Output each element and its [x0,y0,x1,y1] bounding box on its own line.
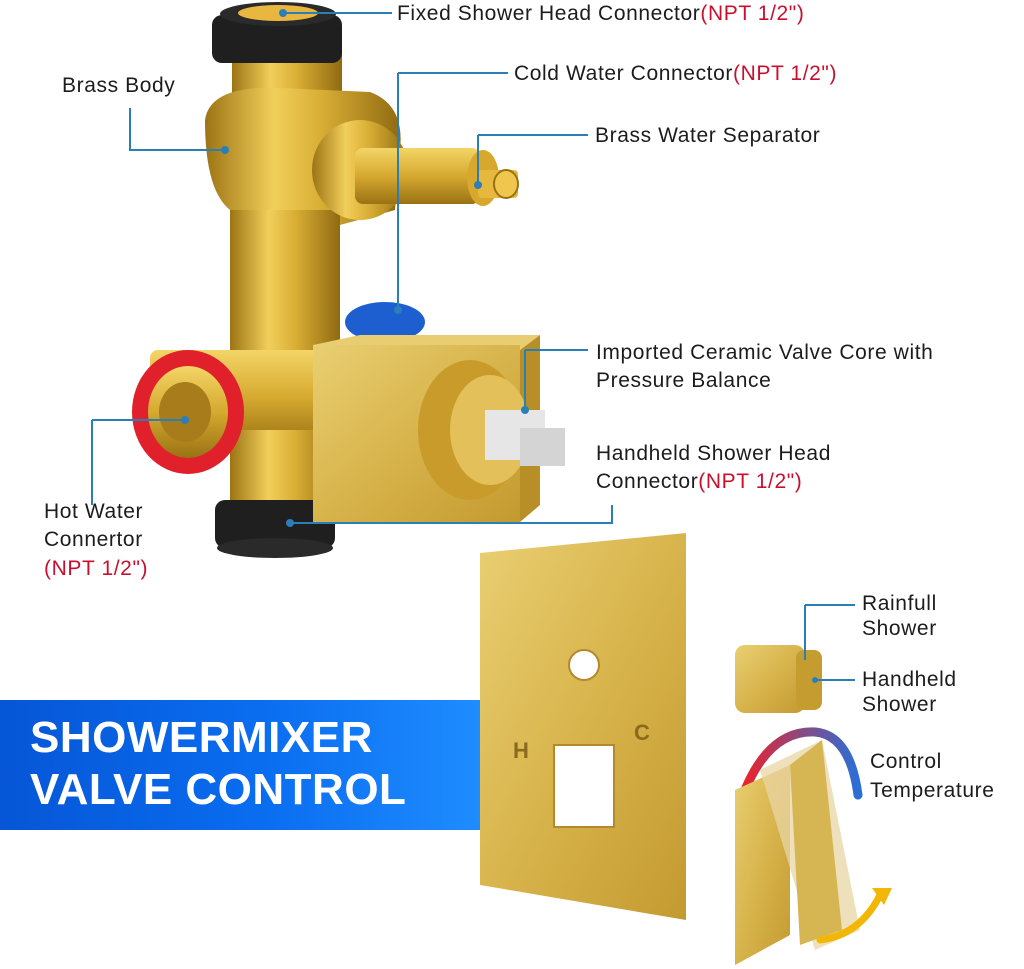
valve-core-label-line2: Pressure Balance [596,369,772,392]
control-label-line1: Control [870,750,942,773]
fixed-head-label: Fixed Shower Head Connector(NPT 1/2") [397,0,804,28]
callout-dots [181,9,818,683]
handheld-head-label-line2: Connector(NPT 1/2") [596,468,802,496]
rainfull-label-line2: Shower [862,617,937,640]
cold-water-text: Cold Water Connector [514,62,733,85]
title-banner [0,700,480,830]
rotate-arrow-head [872,888,892,905]
rotate-arrow [816,891,884,944]
plate-hot-mark: H [513,738,529,763]
separator-label: Brass Water Separator [595,124,821,147]
diverter-knob [735,645,822,713]
brass-body-label: Brass Body [62,74,176,97]
handheld-head-label-line1: Handheld Shower Head [596,442,831,465]
handheld-label-line2: Shower [862,693,937,716]
banner-line1: SHOWERMIXER [30,713,373,762]
banner-line2: VALVE CONTROL [30,765,407,814]
water-separator [312,120,519,220]
rainfull-label-line1: Rainfull [862,592,937,615]
fixed-head-spec: (NPT 1/2") [700,2,805,25]
callout-lines [91,12,855,681]
handheld-head-text: Connector [596,470,699,493]
cold-cap [345,302,425,342]
handheld-label-line1: Handheld [862,668,957,691]
temperature-arc [740,727,863,800]
plate-cold-mark: C [634,720,650,745]
valve-core-label-line1: Imported Ceramic Valve Core with [596,341,934,364]
trim-plate [480,533,686,920]
valve-block [313,335,565,522]
hot-water-label-line2: Connertor [44,528,143,551]
hot-water-label-line1: Hot Water [44,500,144,523]
cold-water-spec: (NPT 1/2") [732,62,838,85]
handheld-head-spec: (NPT 1/2") [698,470,803,493]
hot-water-spec: (NPT 1/2") [44,557,149,580]
cold-water-label: Cold Water Connector(NPT 1/2") [514,60,837,88]
control-label-line2: Temperature [870,779,995,802]
temperature-lever [735,740,860,965]
banner-title: SHOWERMIXER VALVE CONTROL [30,712,406,816]
fixed-head-text: Fixed Shower Head Connector [397,2,701,25]
hot-water-port [132,350,244,474]
